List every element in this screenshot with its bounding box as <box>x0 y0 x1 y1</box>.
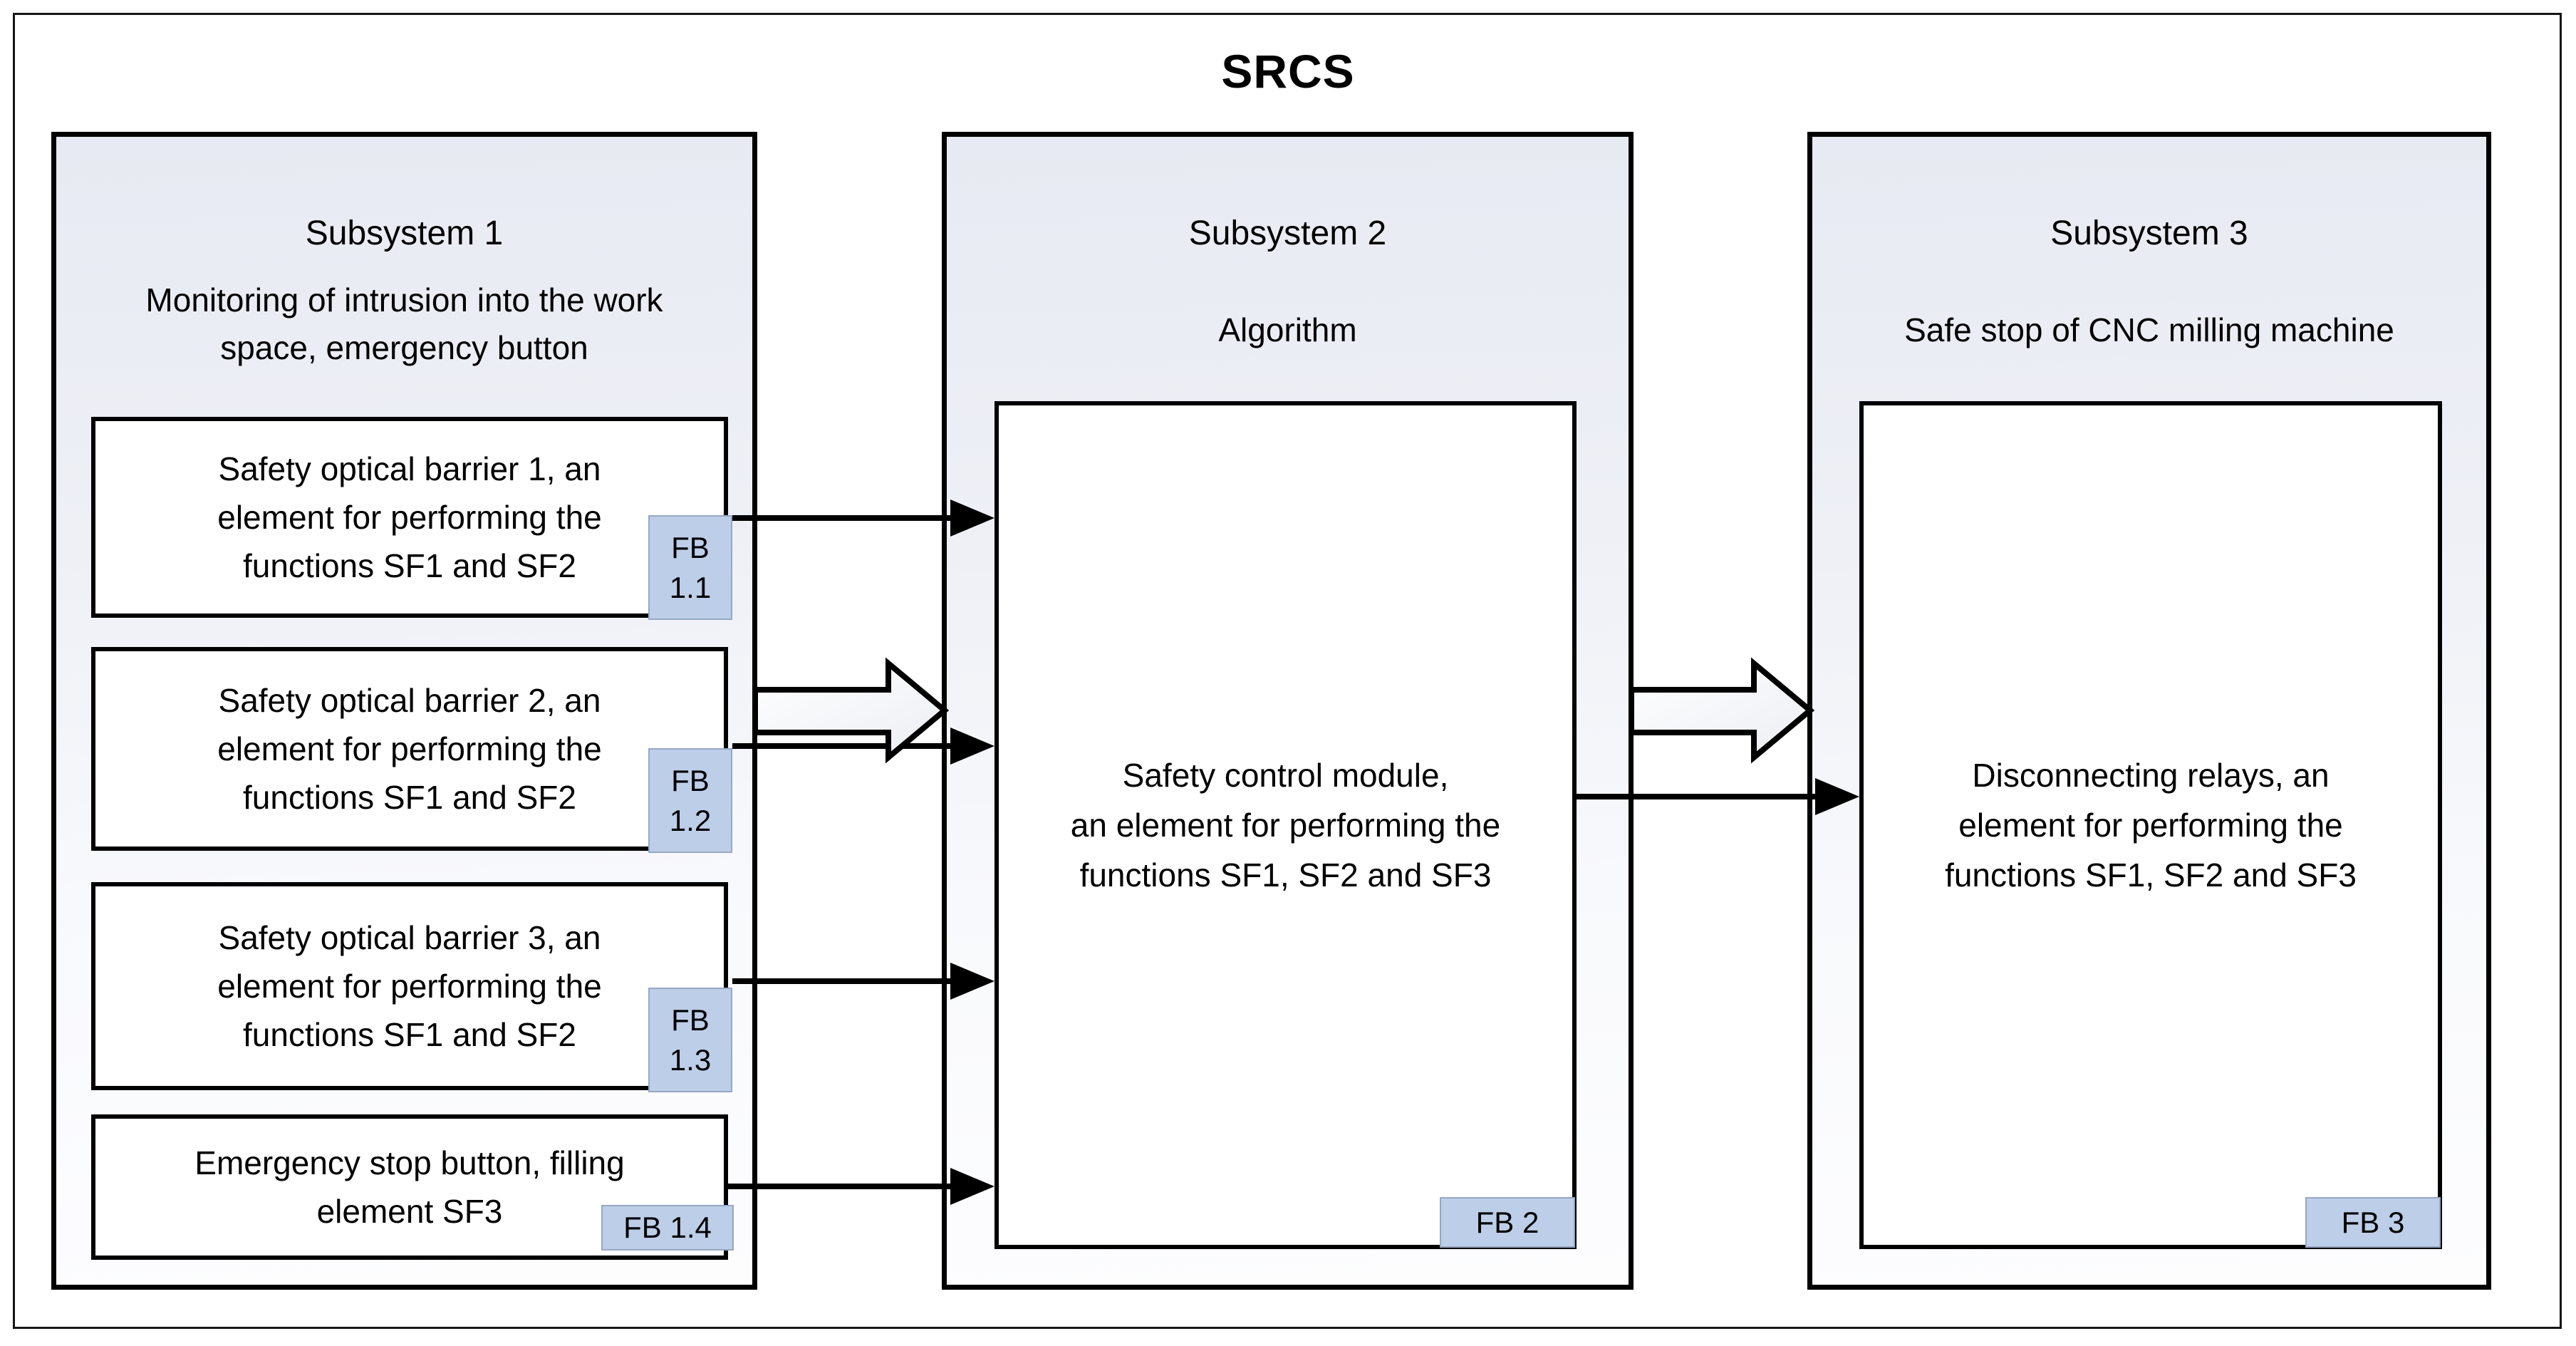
block-text-line: Safety control module, <box>1122 757 1449 794</box>
block-fb-1-4: Emergency stop button, filling element S… <box>91 1114 734 1260</box>
fb-1-4-tag: FB 1.4 <box>601 1205 734 1251</box>
block-text-line: Safety optical barrier 1, an <box>218 450 601 487</box>
block-text-line: Safety optical barrier 3, an <box>218 919 601 956</box>
subsystem-1-name: Subsystem 1 <box>305 214 504 252</box>
subsystem-1-description: Monitoring of intrusion into the work sp… <box>145 281 663 366</box>
block-text-line: functions SF1 and SF2 <box>243 547 576 584</box>
block-text-line: functions SF1, SF2 and SF3 <box>1945 856 2357 894</box>
block-text-line: element for performing the <box>1958 807 2343 844</box>
fb-2-tag: FB 2 <box>1440 1197 1575 1248</box>
block-text-line: Safety optical barrier 2, an <box>218 682 601 719</box>
block-fb-1-2: Safety optical barrier 2, an element for… <box>91 647 732 853</box>
block-text-line: Emergency stop button, filling <box>194 1144 625 1181</box>
diagram-title: SRCS <box>1221 45 1355 98</box>
block-text-line: functions SF1 and SF2 <box>243 779 576 816</box>
block-fb-2: Safety control module, an element for pe… <box>994 401 1577 1249</box>
subsystem-1-panel: Subsystem 1 Monitoring of intrusion into… <box>51 132 757 1290</box>
subsystem-3-description: Safe stop of CNC milling machine <box>1904 311 2394 348</box>
block-text-line: element for performing the <box>217 499 602 536</box>
fb-1-3-tag: FB 1.3 <box>648 988 732 1092</box>
block-text-line: element for performing the <box>217 968 602 1005</box>
subsystem-2-description: Algorithm <box>1218 311 1357 348</box>
subsystem-2-panel: Subsystem 2 Algorithm Safety control mod… <box>942 132 1634 1290</box>
block-text-line: element for performing the <box>217 730 602 767</box>
fb-3-tag: FB 3 <box>2305 1197 2441 1248</box>
subsystem-3-panel: Subsystem 3 Safe stop of CNC milling mac… <box>1807 132 2491 1290</box>
block-fb-1-3: Safety optical barrier 3, an element for… <box>91 882 732 1092</box>
block-text-line: functions SF1 and SF2 <box>243 1016 576 1053</box>
block-fb-1-1: Safety optical barrier 1, an element for… <box>91 417 732 620</box>
block-text-line: an element for performing the <box>1070 807 1501 844</box>
subsystem-2-name: Subsystem 2 <box>1188 214 1387 252</box>
fb-1-2-tag: FB 1.2 <box>648 748 732 853</box>
block-text-line: element SF3 <box>316 1193 503 1230</box>
block-fb-3: Disconnecting relays, an element for per… <box>1859 401 2442 1249</box>
block-text-line: Disconnecting relays, an <box>1972 757 2330 794</box>
fb-1-1-tag: FB 1.1 <box>648 515 732 620</box>
block-text-line: functions SF1, SF2 and SF3 <box>1079 856 1492 894</box>
subsystem-3-name: Subsystem 3 <box>2050 214 2248 252</box>
